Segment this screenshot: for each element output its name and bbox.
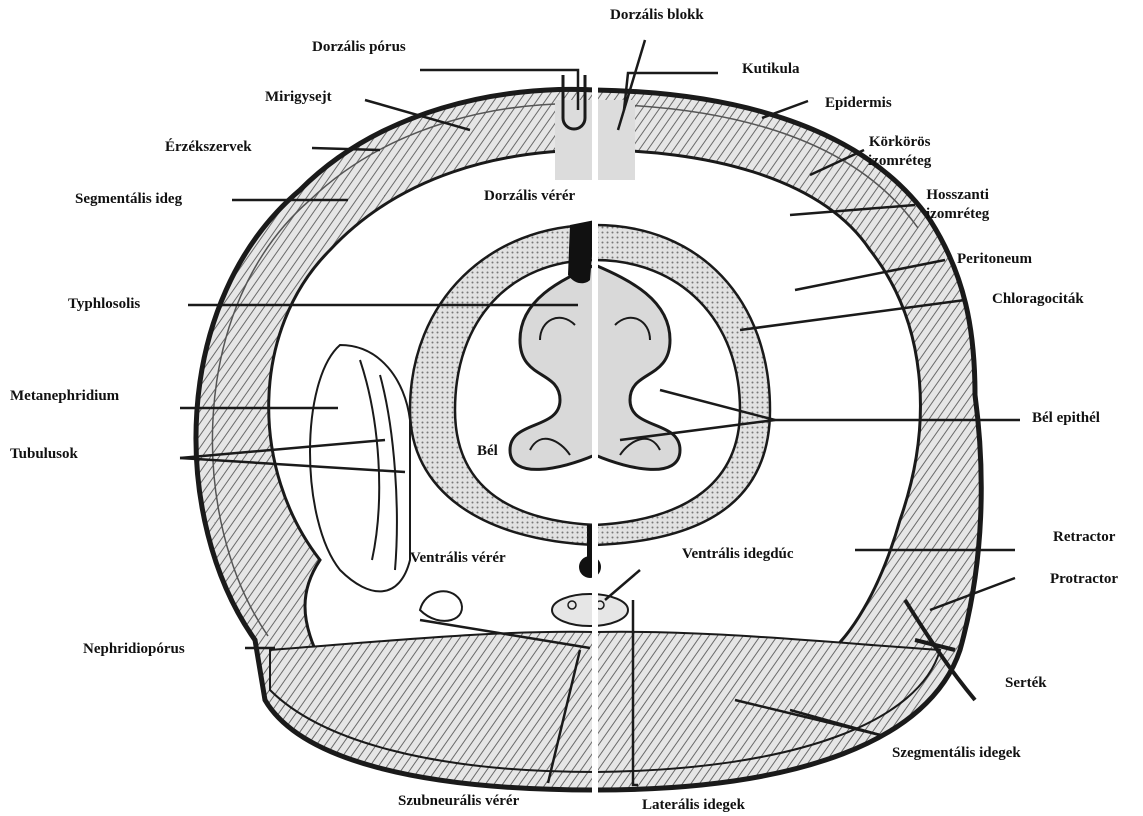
label-hosszanti-line2: izomréteg <box>926 206 989 222</box>
label-tubulusok: Tubulusok <box>10 445 78 464</box>
ventral-nerve-cord <box>552 594 628 626</box>
label-peritoneum: Peritoneum <box>957 250 1032 269</box>
label-dorzalis-porus: Dorzális pórus <box>312 38 406 57</box>
label-dorzalis-blokk: Dorzális blokk <box>610 6 704 25</box>
label-hosszanti-izomreteg: Hosszanti izomréteg <box>926 186 989 224</box>
label-nephridioporus: Nephridiopórus <box>83 640 185 659</box>
label-epidermis: Epidermis <box>825 94 892 113</box>
label-chloragocitak: Chloragociták <box>992 290 1084 309</box>
label-bel-epithel: Bél epithél <box>1032 409 1100 428</box>
label-hosszanti-line1: Hosszanti <box>926 187 989 203</box>
label-protractor: Protractor <box>1050 570 1118 589</box>
label-erzekszervek: Érzékszervek <box>165 138 252 157</box>
label-korkoros-line2: izomréteg <box>868 153 931 169</box>
label-ventralis-idegduc: Ventrális idegdúc <box>682 545 794 564</box>
label-typhlosolis: Typhlosolis <box>68 295 140 314</box>
label-bel: Bél <box>477 442 498 461</box>
label-ventralis-verer: Ventrális vérér <box>410 549 506 568</box>
label-kutikula: Kutikula <box>742 60 800 79</box>
label-segmentalis-ideg: Segmentális ideg <box>75 190 182 209</box>
label-szegmentalis-idegek: Szegmentális idegek <box>892 744 1021 763</box>
label-korkoros-line1: Körkörös <box>869 134 931 150</box>
label-dorzalis-verer: Dorzális vérér <box>484 187 575 206</box>
label-mirigysejt: Mirigysejt <box>265 88 332 107</box>
label-lateralis-idegek: Laterális idegek <box>642 796 745 815</box>
label-retractor: Retractor <box>1053 528 1115 547</box>
label-korkoros-izomreteg: Körkörös izomréteg <box>868 133 931 171</box>
label-metanephridium: Metanephridium <box>10 387 119 406</box>
label-szubneuralis-verer: Szubneurális vérér <box>398 792 519 811</box>
label-sertek: Serték <box>1005 674 1047 693</box>
